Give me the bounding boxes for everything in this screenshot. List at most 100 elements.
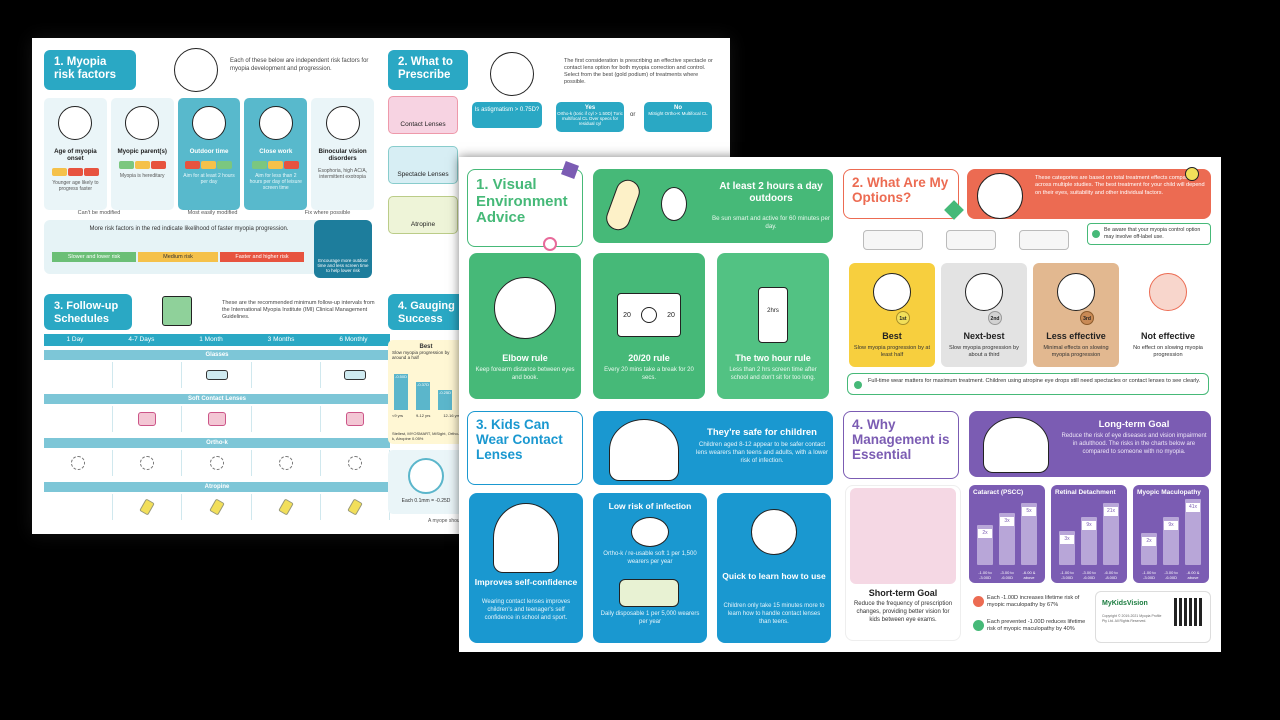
laptop-icon [258, 106, 293, 140]
risk-scale-box: More risk factors in the red indicate li… [44, 220, 334, 274]
eye-length-box: Each 0.1mm = -0.25D [388, 450, 464, 514]
risk-bar: 21x [1103, 503, 1119, 565]
rank-badge: 2nd [988, 311, 1002, 325]
qr-code-icon [1174, 598, 1202, 626]
options-title: 2. What Are My Options? [843, 169, 959, 219]
card-heading: Elbow rule [502, 353, 548, 363]
risk-card: Binocular vision disorders Esophoria, hi… [311, 98, 374, 210]
doctor-illustration [174, 48, 218, 92]
contact-lens-icon [631, 517, 669, 547]
risk-scale-title: More risk factors in the red indicate li… [89, 226, 289, 232]
risk-chips [111, 161, 174, 169]
gauge-bar: -0.37D [416, 382, 430, 410]
risk-chart-retinal: Retinal Detachment 3x 9x 21x -1.00 to -3… [1051, 485, 1127, 583]
gauge-head: Best [419, 344, 433, 350]
risk-card-sub: Aim for less than 2 hours per day of lei… [249, 173, 302, 191]
eye-drop-icon [139, 498, 156, 516]
spectacle-lenses-option: Spectacle Lenses [388, 146, 458, 184]
schedule-col: 1 Month [199, 336, 223, 343]
card-heading: 20/20 rule [628, 353, 670, 363]
category-label: Fix where possible [304, 210, 351, 216]
option-heading: Less effective [1046, 331, 1106, 341]
yes-text: Ortho-k (toric if cyl > 1.50D) Toric mul… [557, 111, 623, 126]
risk-card-label: Close work [259, 148, 293, 155]
risk-card: Myopic parent(s) Myopia is hereditary [110, 98, 174, 210]
schedule-band-orthok: Ortho-k [44, 438, 390, 448]
schedule-band-soft-lens: Soft Contact Lenses [44, 394, 390, 404]
risk-strip-high: Faster and higher risk [220, 252, 304, 262]
option-heading: Not effective [1140, 331, 1195, 341]
risk-bar: 3x [1059, 531, 1075, 565]
risk-bar: 2x [1141, 533, 1157, 565]
tennis-racket-icon [191, 106, 226, 140]
risk-bar-label: -1.00 to -3.00D [978, 570, 992, 580]
option-heading: Best [882, 331, 902, 341]
info-icon [854, 381, 862, 389]
tennis-racket-icon [661, 187, 687, 221]
short-term-text: Reduce the frequency of prescription cha… [853, 601, 953, 623]
risk-bar-label: -1.00 to -3.00D [1060, 570, 1074, 580]
confidence-card: Improves self-confidence Wearing contact… [469, 493, 583, 643]
risk-card-sub: Aim for at least 2 hours per day [183, 173, 235, 185]
risk-card: Outdoor time Aim for at least 2 hours pe… [177, 98, 241, 210]
glasses-icon [343, 370, 366, 380]
risk-chart-title: Retinal Detachment [1055, 489, 1116, 496]
child-face-icon [1057, 273, 1095, 311]
contact-lenses-option: Contact Lenses [388, 96, 458, 134]
option-text: No effect on slowing myopia progression [1133, 345, 1203, 359]
card-heading: Low risk of infection [608, 501, 692, 511]
schedule-col: 1 Day [66, 336, 84, 343]
stopwatch-icon [751, 509, 797, 555]
risk-bar: 5x [1021, 503, 1037, 565]
safe-heading: They're safe for children [707, 427, 817, 438]
ortho-k-lens-icon [140, 456, 155, 470]
option-next-best: 2nd Next-best Slow myopia progression by… [941, 263, 1027, 367]
gauging-success-title: 4. Gauging Success [388, 294, 470, 330]
circle-icon [1185, 167, 1199, 181]
skateboard-icon [602, 176, 644, 234]
category-label: Can't be modified [77, 210, 121, 216]
risk-card-label: Binocular vision disorders [318, 148, 367, 162]
parent-face-icon [125, 106, 160, 140]
card-text: Ortho-k / re-usable soft 1 per 1,500 wea… [603, 551, 697, 565]
thinking-boy-illustration [983, 417, 1049, 473]
card-heading: The two hour rule [735, 353, 811, 363]
risk-bar-label: -3.00 to -6.00D [1000, 570, 1014, 580]
lens-case-icon [619, 579, 679, 607]
risk-card: Close work Aim for less than 2 hours per… [244, 98, 308, 210]
safe-banner: They're safe for children Children aged … [593, 411, 833, 485]
atropine-option: Atropine [388, 196, 458, 234]
option-heading: Next-best [963, 331, 1005, 341]
short-term-card: Short-term Goal Reduce the frequency of … [845, 485, 961, 641]
schedule-col: 3 Months [267, 336, 295, 343]
eye-drop-icon [277, 498, 294, 516]
card-text: Daily disposable 1 per 5,000 wearers per… [600, 611, 700, 625]
card-text: Less than 2 hrs screen time after school… [729, 367, 817, 381]
card-text: Children only take 15 minutes more to le… [723, 603, 825, 625]
ortho-k-lens-icon [71, 456, 86, 470]
risk-factors-desc: Each of these below are independent risk… [230, 58, 369, 72]
arm-icon [494, 277, 556, 339]
category-label: Most easily modified [187, 210, 238, 216]
risk-card-sub: Esophoria, high AC/A, intermittent exotr… [318, 168, 368, 180]
calendar-icon [162, 296, 192, 326]
risk-bar-label: -3.00 to -6.00D [1164, 570, 1178, 580]
infection-risk-card: Low risk of infection Ortho-k / re-usabl… [593, 493, 707, 643]
schedule-row [44, 406, 391, 432]
contact-lens-icon [207, 412, 226, 426]
quick-learn-card: Quick to learn how to use Children only … [717, 493, 831, 643]
risk-strip-low: Slower and lower risk [52, 252, 136, 262]
risk-card-label: Myopic parent(s) [117, 148, 167, 155]
eye-text: Each 0.1mm = -0.25D [401, 498, 451, 504]
eye-footnote: A myope should [428, 518, 464, 524]
gauge-bar: -0.50D [394, 374, 408, 410]
risk-factors-title: 1. Myopia risk factors [44, 50, 136, 90]
no-label: No [674, 105, 682, 111]
child-face-icon [1149, 273, 1187, 311]
risk-card-sub: Younger age likely to progress faster [52, 180, 99, 192]
happy-face-icon [973, 620, 984, 631]
schedule-row [44, 362, 391, 388]
no-box: No MiSight Ortho-K Multifocal CL [644, 102, 712, 132]
contact-lens-icon [345, 412, 364, 426]
